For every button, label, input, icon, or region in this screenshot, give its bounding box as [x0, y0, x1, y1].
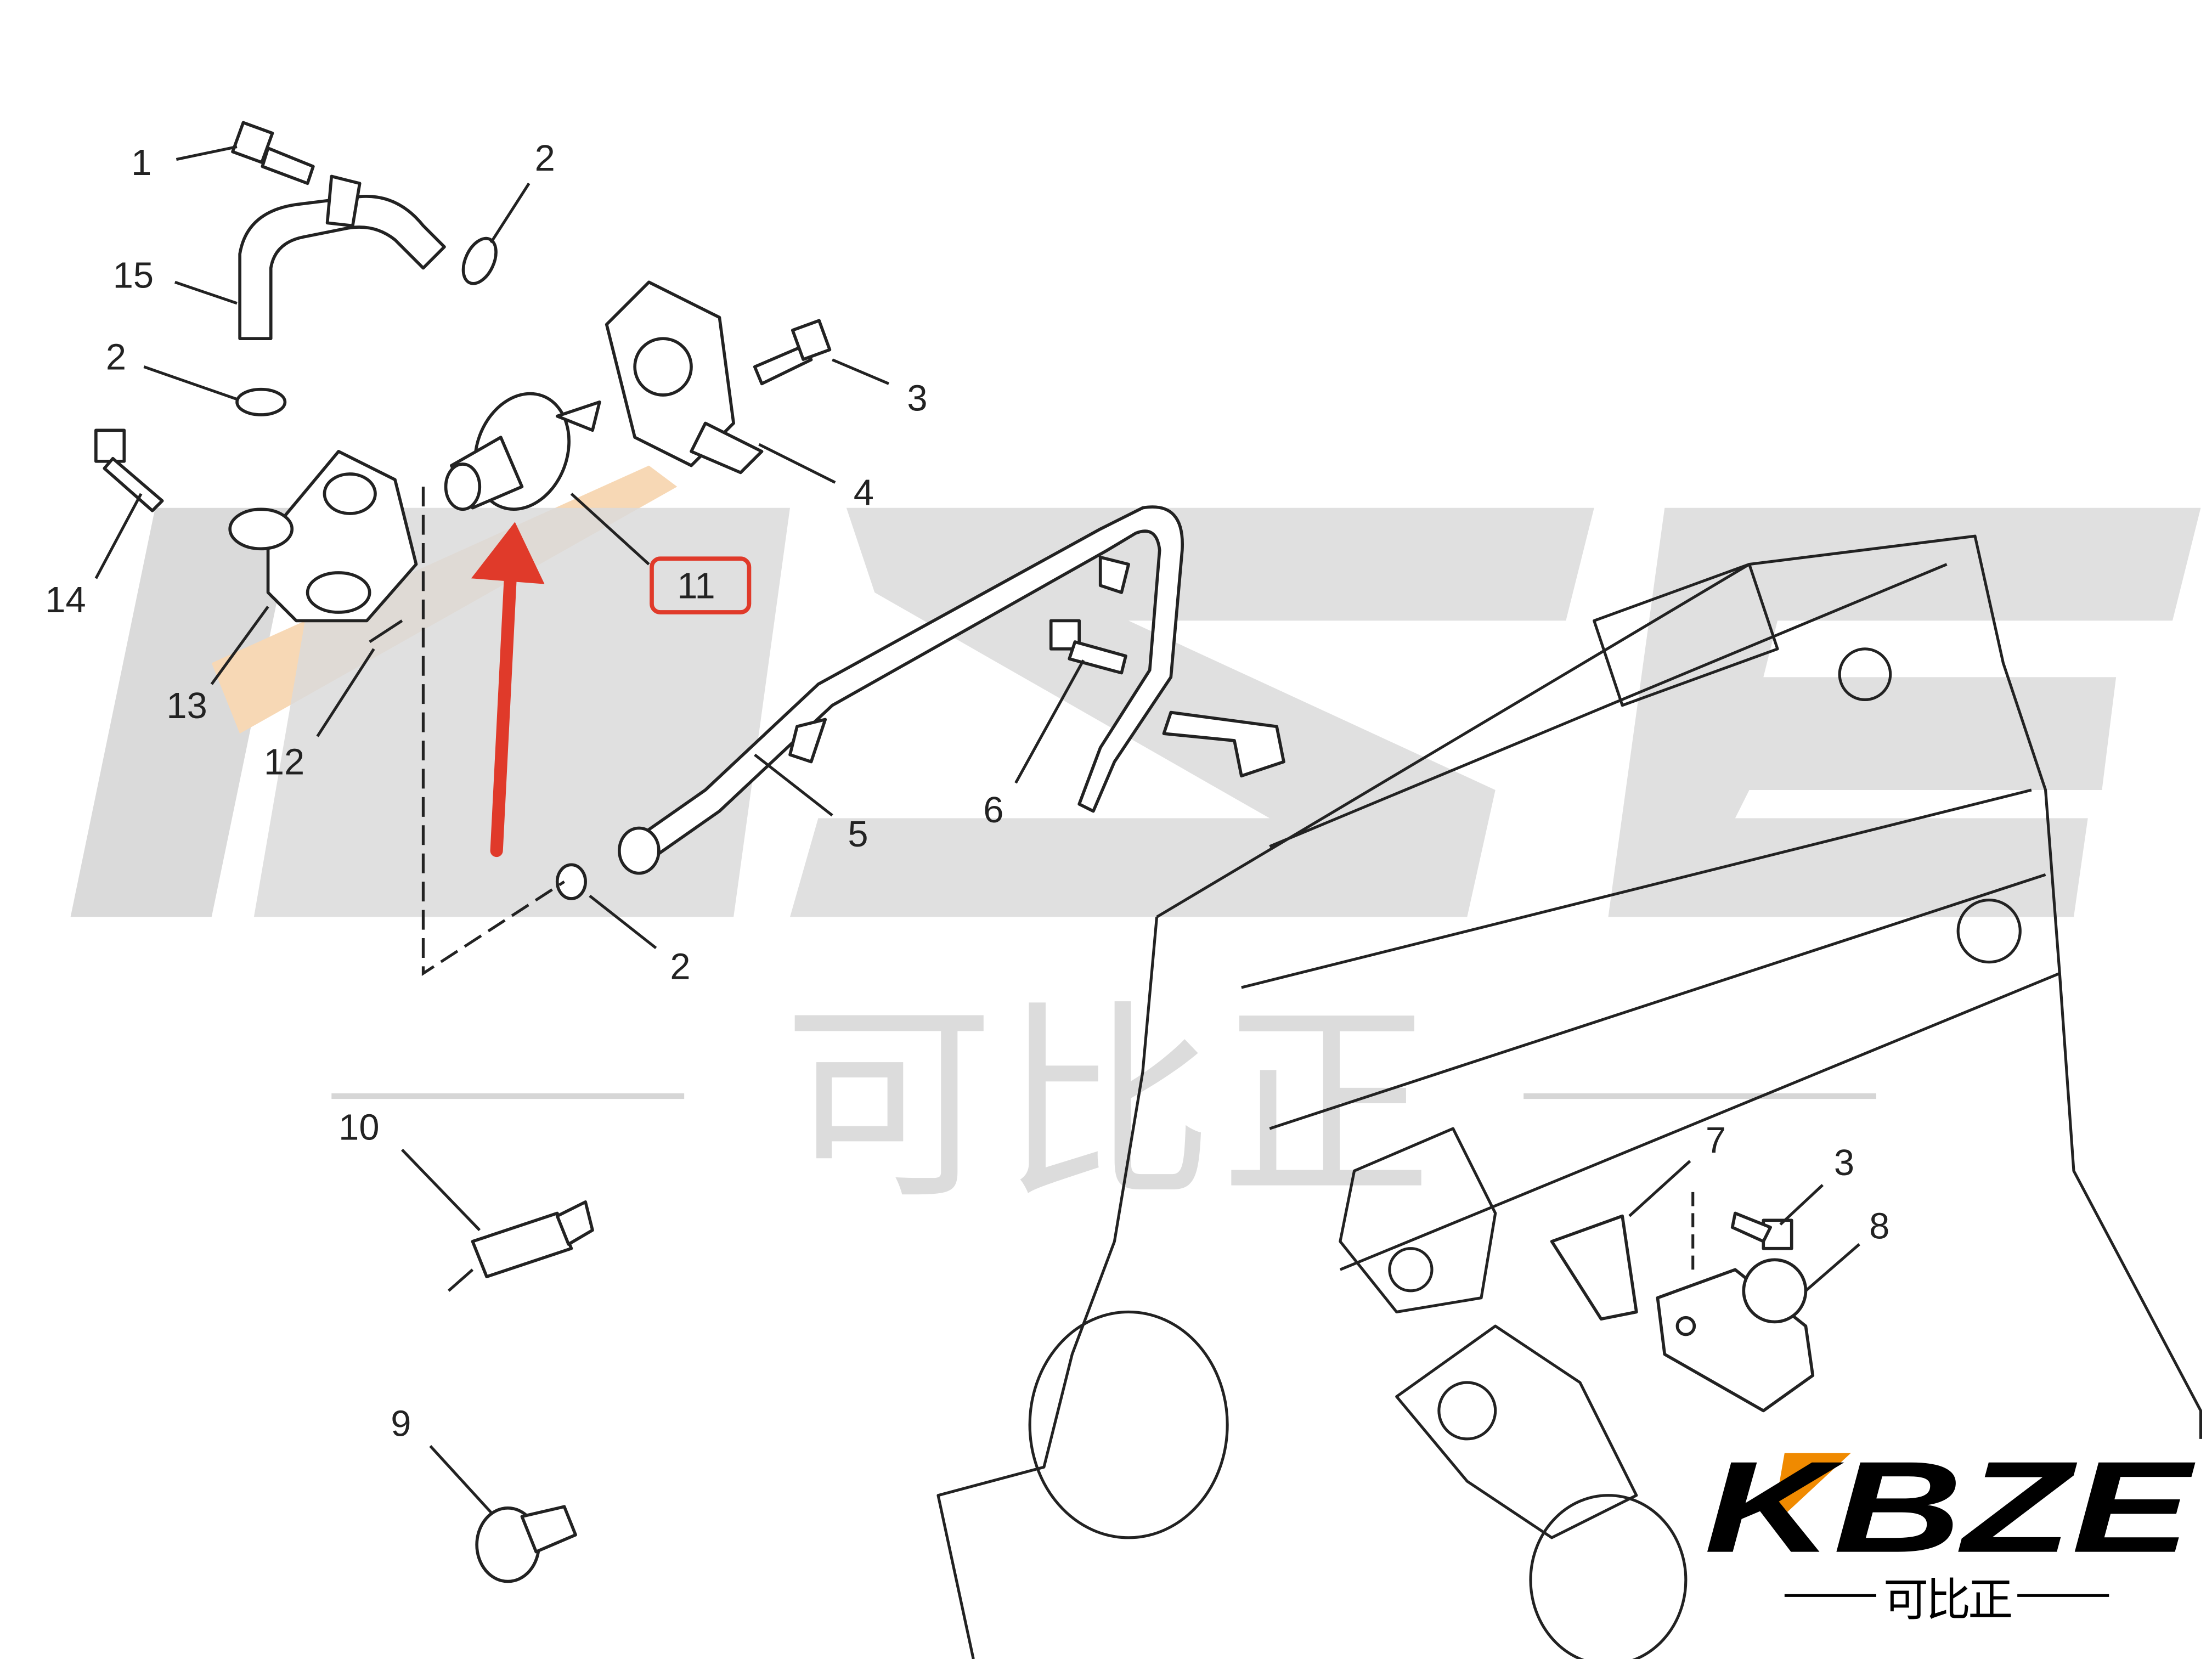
callout-6: 6	[983, 789, 1003, 831]
callout-7: 7	[1706, 1120, 1726, 1161]
part-12-gasket	[369, 619, 403, 644]
part-14-bolt	[94, 428, 164, 512]
callout-15: 15	[113, 255, 154, 296]
logo-chinese: 可比正	[1883, 1574, 2013, 1626]
logo-brand: KBZE	[1704, 1435, 2196, 1580]
part-6-bolt	[1049, 619, 1127, 675]
part-2-oring	[461, 236, 498, 285]
callout-11: 11	[677, 565, 715, 606]
callout-4: 4	[854, 472, 874, 514]
callout-2: 2	[106, 337, 126, 378]
part-13-housing	[228, 450, 418, 623]
callout-13: 13	[166, 685, 207, 726]
callout-10: 10	[338, 1107, 379, 1148]
callout-5: 5	[848, 814, 868, 855]
callouts: 1 2 15 2 3 4 14 11 13 12 5 6 2 10 7 3 8 …	[45, 138, 1889, 1444]
part-15-pipe	[238, 174, 446, 340]
engine-block	[936, 534, 2203, 1659]
callout-9: 9	[391, 1403, 411, 1444]
part-5-pipe	[618, 505, 1285, 875]
callout-12: 12	[264, 742, 304, 783]
part-8-fitting	[1656, 1258, 1815, 1413]
brand-logo: KBZE 可比正	[1700, 1435, 2208, 1659]
part-9-plug	[475, 1505, 577, 1583]
part-10-sensor	[448, 1200, 594, 1292]
callout-2: 2	[535, 138, 555, 179]
part-11-thermostat	[444, 392, 601, 511]
part-2-oring	[555, 863, 587, 900]
callout-8: 8	[1869, 1206, 1889, 1247]
part-4-cover	[605, 280, 764, 475]
part-1-bolt	[231, 121, 315, 185]
assembly-dashed-line	[421, 487, 565, 977]
callout-3: 3	[907, 377, 927, 419]
watermark-chinese: 可比正	[783, 981, 1432, 1228]
callout-1: 1	[131, 142, 151, 183]
part-3-bolt	[753, 319, 832, 386]
part-2-oring	[235, 387, 287, 416]
leader-lines	[94, 145, 1860, 1514]
callout-11-highlight-box	[650, 556, 752, 614]
part-7-gasket	[1550, 1214, 1638, 1321]
callout-14: 14	[45, 579, 86, 620]
callout-3: 3	[1834, 1142, 1854, 1183]
highlight-arrow	[471, 522, 545, 857]
callout-2: 2	[670, 946, 690, 988]
part-3-bolt	[1730, 1211, 1793, 1250]
